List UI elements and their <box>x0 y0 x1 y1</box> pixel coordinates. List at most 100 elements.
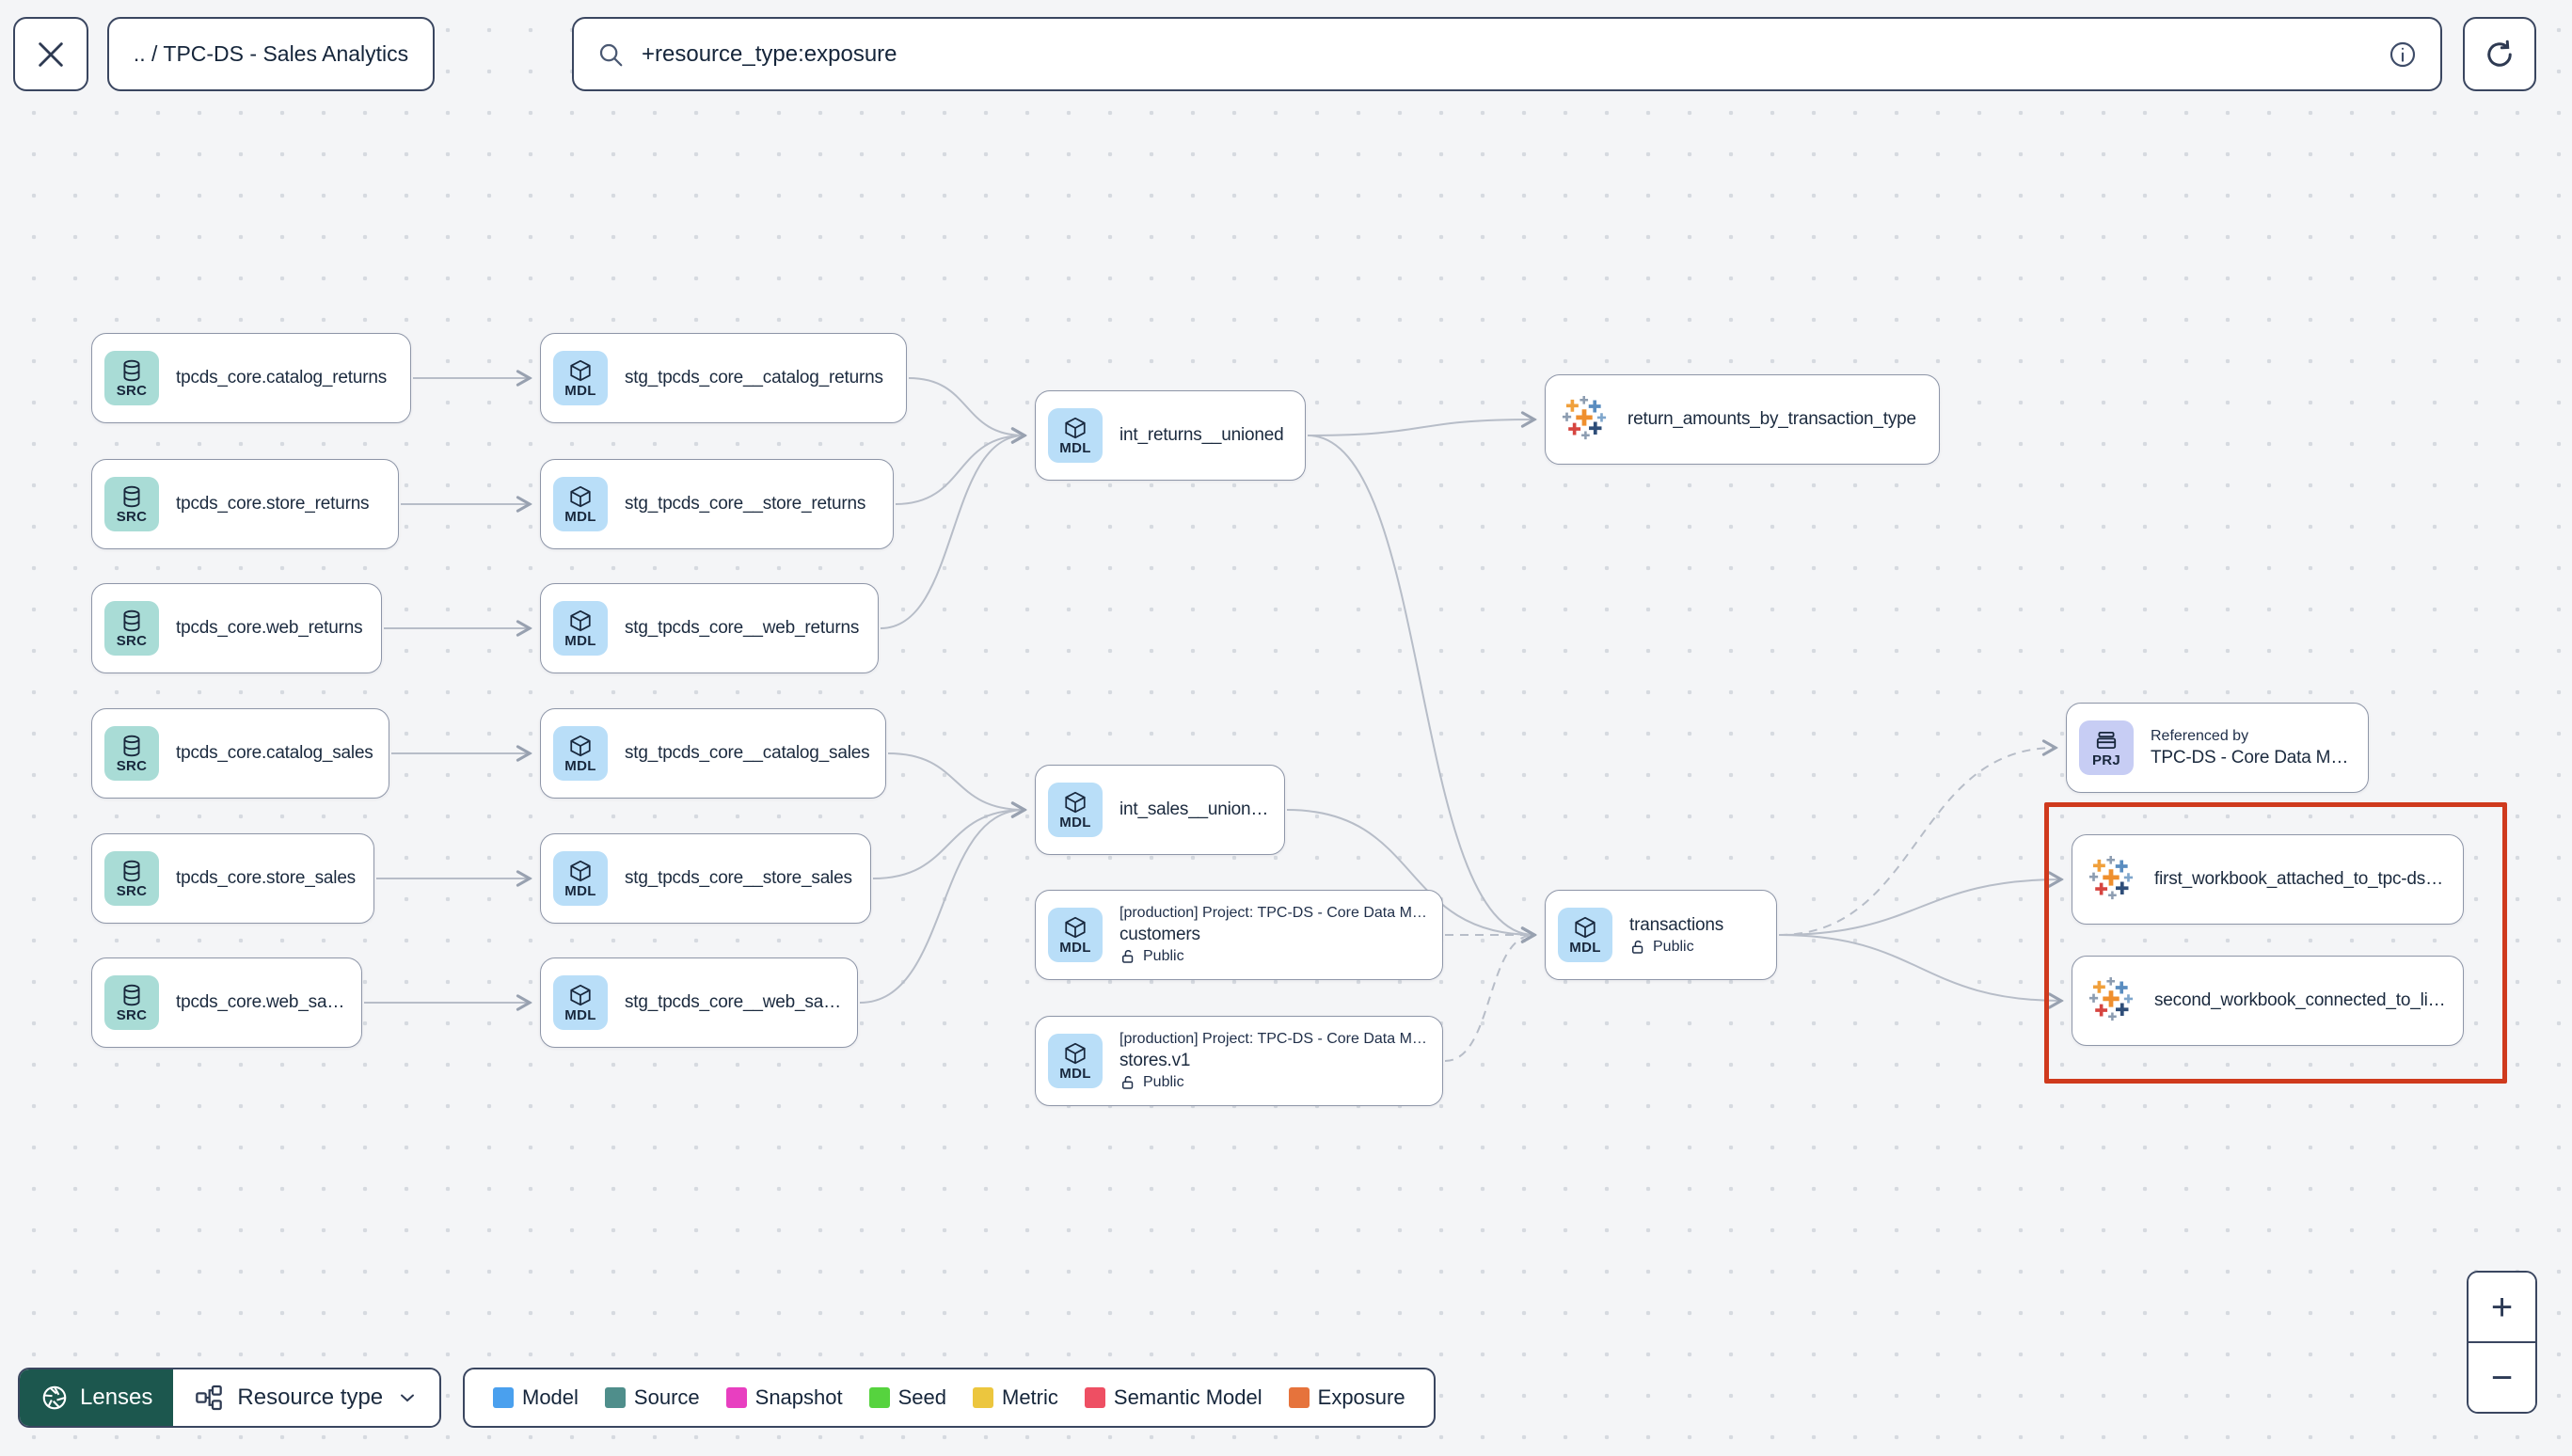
lenses-control-group: Lenses Resource type <box>18 1368 442 1428</box>
resource-type-label: Resource type <box>237 1385 384 1410</box>
badge-label: MDL <box>564 758 596 774</box>
tableau-icon <box>1558 393 1611 446</box>
node-label: stg_tpcds_core__web_returns <box>625 618 860 638</box>
node-customers[interactable]: MDL[production] Project: TPC-DS - Core D… <box>1035 890 1443 980</box>
zoom-in-button[interactable]: + <box>2469 1273 2535 1343</box>
lens-aperture-icon <box>40 1384 69 1412</box>
highlight-rectangle <box>2044 802 2507 1084</box>
badge-label: SRC <box>116 509 148 525</box>
cube-icon <box>568 734 593 758</box>
node-stg_store_returns[interactable]: MDL stg_tpcds_core__store_returns <box>540 459 894 549</box>
legend-swatch <box>868 1387 890 1408</box>
node-label: tpcds_core.store_sales <box>176 868 356 888</box>
model-badge: MDL <box>553 726 608 781</box>
node-label: tpcds_core.store_returns <box>176 494 370 514</box>
edge-int_returns-to-transactions <box>1307 435 1534 935</box>
node-label: int_returns__unioned <box>1119 425 1284 445</box>
node-subtitle: [production] Project: TPC-DS - Core Data… <box>1119 1031 1427 1047</box>
node-label: stg_tpcds_core__catalog_returns <box>625 368 883 388</box>
search-input[interactable] <box>640 40 2373 69</box>
node-stores[interactable]: MDL [production] Project: TPC-DS - Core D… <box>1035 1016 1443 1106</box>
node-wb1[interactable]: first_workbook_attached_to_tpc-ds_-_... <box>2072 834 2464 925</box>
legend-item-label: Model <box>522 1385 579 1409</box>
edge-transactions-to-prj <box>1778 748 2056 936</box>
tableau-icon <box>2085 853 2137 906</box>
node-label: first_workbook_attached_to_tpc-ds_-_... <box>2154 869 2448 889</box>
legend-item-metric: Metric <box>973 1385 1058 1410</box>
badge-label: SRC <box>116 383 148 399</box>
node-stg_web_returns[interactable]: MDL stg_tpcds_core__web_returns <box>540 583 879 673</box>
breadcrumb[interactable]: .. / TPC-DS - Sales Analytics <box>107 17 435 91</box>
node-label: transactions <box>1629 914 1724 935</box>
legend-item-snapshot: Snapshot <box>725 1385 843 1410</box>
badge-label: MDL <box>564 509 596 525</box>
node-label: stg_tpcds_core__store_returns <box>625 494 866 514</box>
chevron-down-icon <box>396 1386 419 1409</box>
node-stg_web_sales[interactable]: MDL stg_tpcds_core__web_sales <box>540 957 858 1048</box>
legend-item-label: Exposure <box>1317 1385 1405 1409</box>
info-icon[interactable] <box>2388 40 2418 70</box>
node-label: stg_tpcds_core__web_sales <box>625 992 842 1012</box>
badge-label: MDL <box>564 633 596 649</box>
node-return_amounts[interactable]: return_amounts_by_transaction_type <box>1545 374 1940 465</box>
node-label: stg_tpcds_core__store_sales <box>625 868 852 888</box>
unlock-icon <box>1629 939 1646 956</box>
node-label: customers <box>1119 925 1200 944</box>
model-badge: MDL <box>553 477 608 531</box>
badge-label: MDL <box>1059 940 1091 956</box>
legend-swatch <box>493 1387 514 1408</box>
legend-swatch <box>1084 1387 1105 1408</box>
cube-icon <box>1063 915 1088 940</box>
edge-stg_web_sales-to-int_sales <box>859 810 1024 1004</box>
node-src_store_returns[interactable]: SRC tpcds_core.store_returns <box>91 459 399 549</box>
source-badge: SRC <box>104 726 159 781</box>
legend-item-seed: Seed <box>868 1385 946 1410</box>
access-label: Public <box>1143 1074 1184 1090</box>
edge-stg_store_returns-to-int_returns <box>895 435 1024 505</box>
access-row: Public <box>1119 1074 1427 1091</box>
resource-type-dropdown[interactable]: Resource type <box>173 1369 440 1426</box>
badge-label: MDL <box>564 1007 596 1023</box>
project-badge: PRJ <box>2079 720 2134 775</box>
model-badge: MDL <box>1048 783 1103 837</box>
legend-swatch <box>973 1387 993 1408</box>
tableau-icon <box>2085 974 2137 1027</box>
access-row: Public <box>1629 939 1723 956</box>
edge-transactions-to-wb2 <box>1778 934 2061 1001</box>
cube-icon <box>1063 416 1088 440</box>
zoom-out-button[interactable]: − <box>2469 1343 2535 1412</box>
access-label: Public <box>1143 948 1184 964</box>
edge-transactions-to-wb1 <box>1778 879 2061 936</box>
legend-item-source: Source <box>604 1385 700 1410</box>
database-icon <box>119 609 144 633</box>
access-row: Public <box>1119 948 1427 965</box>
node-label: second_workbook_connected_to_live... <box>2154 990 2448 1010</box>
refresh-button[interactable] <box>2463 17 2536 91</box>
project-icon <box>2094 728 2119 752</box>
close-button[interactable] <box>13 17 88 91</box>
cube-icon <box>568 983 593 1007</box>
lenses-button[interactable]: Lenses <box>20 1369 174 1426</box>
node-wb2[interactable]: second_workbook_connected_to_live... <box>2072 956 2464 1046</box>
legend-item-semantic-model: Semantic Model <box>1084 1385 1262 1410</box>
badge-label: MDL <box>1059 1066 1091 1082</box>
badge-label: MDL <box>1569 940 1601 956</box>
edge-stg_catalog_sales-to-int_sales <box>887 752 1024 810</box>
search-bar[interactable] <box>572 17 2442 91</box>
legend-swatch <box>725 1387 747 1408</box>
model-badge: MDL <box>553 975 608 1030</box>
legend-swatch <box>604 1387 626 1408</box>
badge-label: MDL <box>1059 815 1091 831</box>
